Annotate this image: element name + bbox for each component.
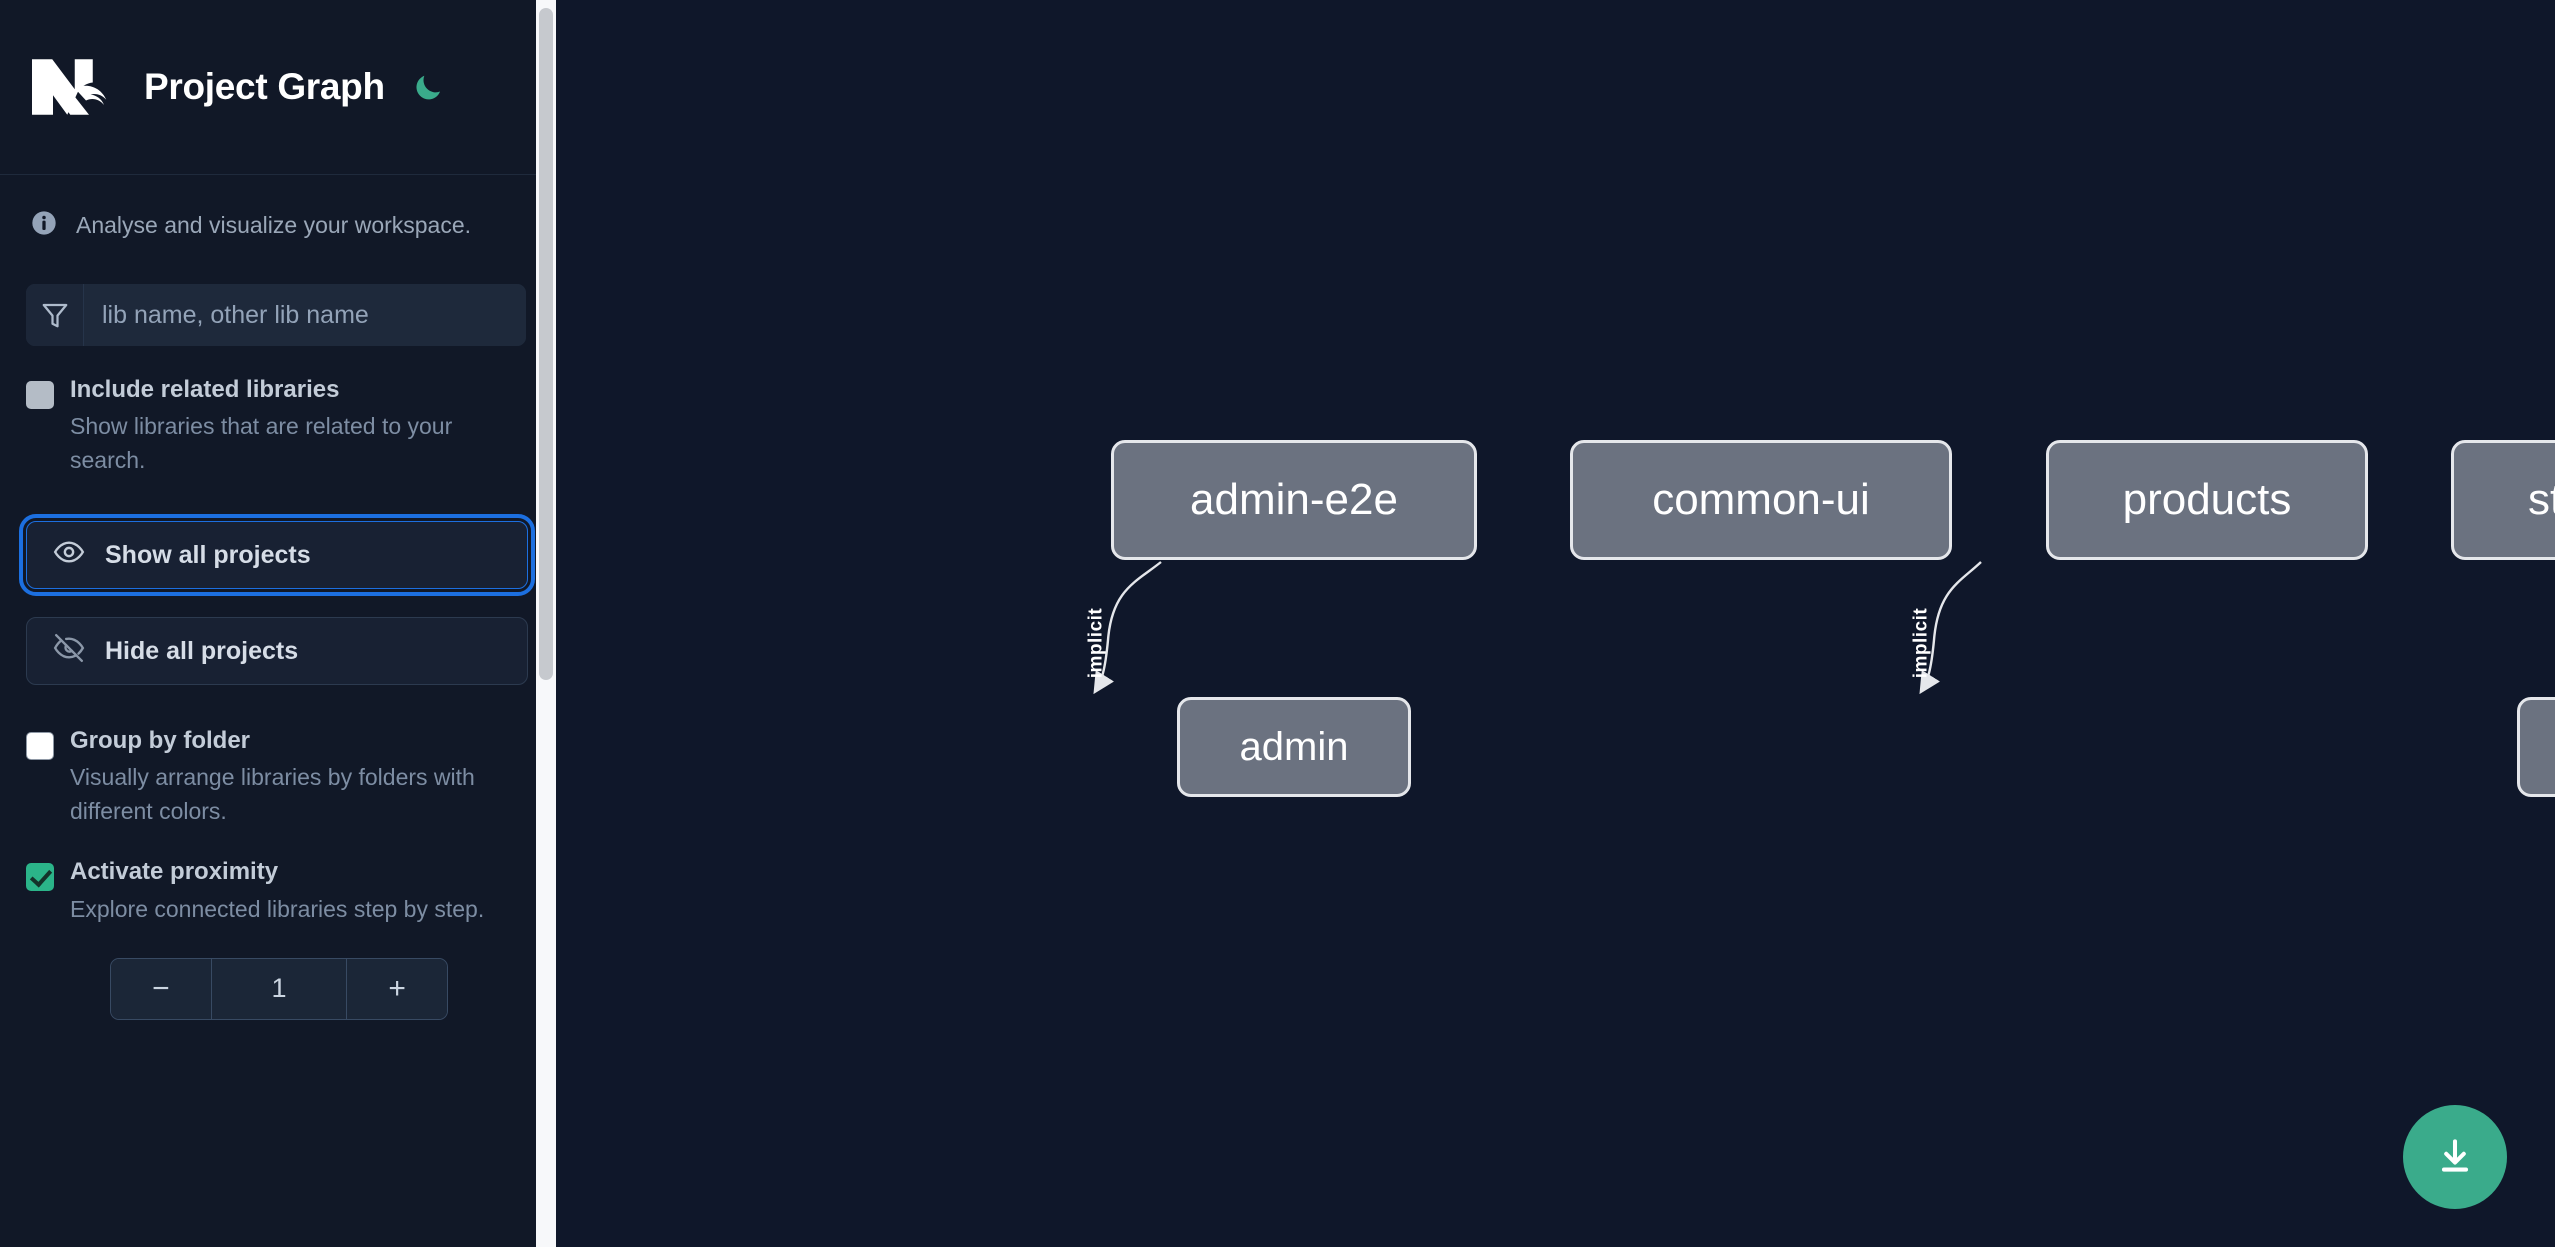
graph-node-admin-e2e[interactable]: admin-e2e [1111, 440, 1477, 560]
hide-all-projects-label: Hide all projects [105, 636, 299, 665]
graph-node-store-e2e[interactable]: store-e2e [2451, 440, 2555, 560]
edge-label-store-implicit: implicit [1910, 607, 1932, 679]
sidebar-header: Project Graph [0, 0, 556, 175]
graph-node-common-ui[interactable]: common-ui [1570, 440, 1952, 560]
activate-proximity-checkbox[interactable] [26, 863, 54, 892]
eye-icon [53, 536, 85, 575]
proximity-increment-button[interactable]: + [347, 958, 447, 1019]
eye-off-icon [53, 632, 85, 671]
activate-proximity-description: Explore connected libraries step by step… [70, 895, 485, 922]
info-icon [30, 209, 58, 242]
graph-node-admin[interactable]: admin [1177, 697, 1411, 797]
edge-label-admin-implicit: implicit [1085, 607, 1107, 679]
activate-proximity-label: Activate proximity [70, 858, 279, 886]
option-include-related-libraries[interactable]: Include related libraries Show libraries… [0, 374, 556, 477]
include-related-libraries-checkbox[interactable] [26, 381, 54, 409]
filter-search-box[interactable] [26, 284, 526, 346]
proximity-value: 1 [210, 958, 348, 1019]
sidebar-scrollbar-thumb[interactable] [539, 8, 553, 680]
graph-canvas[interactable]: implicit implicit admin-e2e common-ui pr… [556, 0, 2555, 1247]
tagline-text: Analyse and visualize your workspace. [76, 212, 472, 238]
option-activate-proximity[interactable]: Activate proximity Explore connected lib… [0, 856, 556, 926]
group-by-folder-description: Visually arrange libraries by folders wi… [70, 764, 475, 824]
sidebar-scrollbar-track[interactable] [536, 0, 556, 1247]
page-title: Project Graph [144, 66, 385, 107]
graph-edges [1093, 561, 1982, 695]
group-by-folder-checkbox[interactable] [26, 732, 54, 761]
download-icon [2433, 1134, 2477, 1181]
search-input[interactable] [84, 284, 526, 346]
nx-logo-icon [26, 56, 116, 118]
sidebar-tagline: Analyse and visualize your workspace. [0, 175, 556, 242]
download-graph-button[interactable] [2403, 1105, 2507, 1209]
show-all-projects-label: Show all projects [105, 540, 311, 569]
funnel-icon[interactable] [26, 284, 84, 346]
include-related-libraries-description: Show libraries that are related to your … [70, 413, 453, 473]
show-all-projects-button[interactable]: Show all projects [19, 514, 535, 597]
proximity-stepper: − 1 + [110, 957, 448, 1020]
graph-node-store[interactable]: store [2517, 697, 2555, 797]
option-group-by-folder[interactable]: Group by folder Visually arrange librari… [0, 725, 556, 828]
graph-node-products[interactable]: products [2046, 440, 2368, 560]
sidebar: Project Graph Analyse and visualize your… [0, 0, 556, 1247]
hide-all-projects-button[interactable]: Hide all projects [26, 617, 528, 686]
include-related-libraries-label: Include related libraries [70, 376, 340, 403]
proximity-decrement-button[interactable]: − [111, 958, 211, 1019]
group-by-folder-label: Group by folder [70, 727, 250, 755]
moon-icon[interactable] [409, 68, 447, 106]
